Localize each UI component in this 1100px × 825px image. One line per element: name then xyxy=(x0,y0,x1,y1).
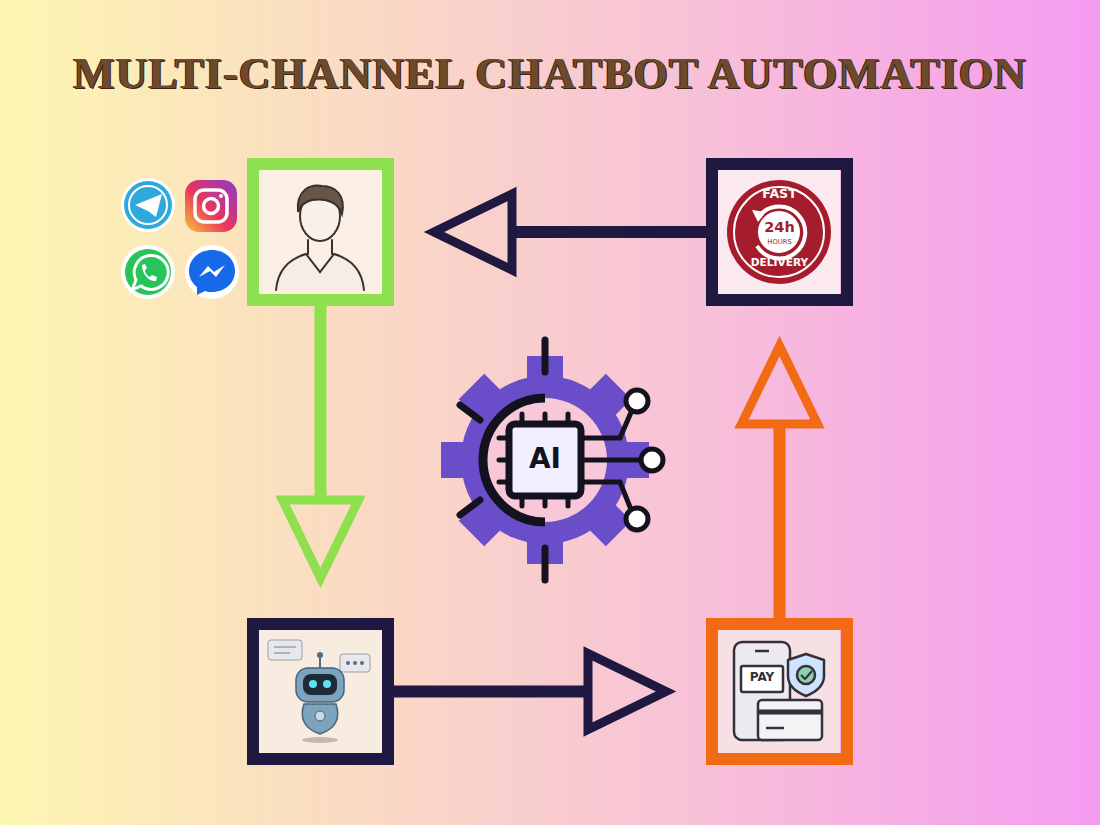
badge-word: DELIVERY xyxy=(718,257,841,269)
arrow-head xyxy=(283,500,359,578)
diagram-title: MULTI-CHANNEL CHATBOT AUTOMATION xyxy=(0,48,1100,99)
arrow-shaft xyxy=(774,424,786,618)
whatsapp-icon xyxy=(121,245,175,299)
arrow-shaft xyxy=(315,306,327,500)
telegram-icon xyxy=(121,178,175,232)
arrow-shaft xyxy=(394,686,588,698)
delivery-box-ground xyxy=(718,170,840,294)
chip-label: AI xyxy=(509,442,581,476)
arrow-head xyxy=(588,654,666,730)
user-sketch xyxy=(276,186,364,290)
flow-arrow xyxy=(434,194,706,270)
flow-arrow xyxy=(394,654,666,730)
user-box-ground xyxy=(259,170,382,294)
badge-word: FAST xyxy=(718,187,841,201)
messenger-icon xyxy=(185,245,239,299)
instagram-icon xyxy=(185,180,237,232)
payment-icon xyxy=(734,642,824,740)
robot-box-ground xyxy=(259,630,382,753)
payment-box: PAY xyxy=(706,618,853,765)
arrow-shaft xyxy=(512,226,706,238)
pay-box-ground xyxy=(718,630,840,753)
screen-label: PAY xyxy=(741,671,783,684)
flow-arrow xyxy=(742,346,818,618)
badge-small-word: HOURS xyxy=(718,239,841,246)
chatbot-box xyxy=(247,618,394,765)
chatbot-robot xyxy=(268,640,370,743)
arrow-head xyxy=(742,346,818,424)
badge-hours-number: 24h xyxy=(718,220,841,236)
ai-gear xyxy=(441,340,663,580)
delivery-box: FAST 24hHOURS DELIVERY xyxy=(706,158,853,306)
flow-arrow xyxy=(283,306,359,578)
arrow-head xyxy=(434,194,512,270)
user-box xyxy=(247,158,394,306)
